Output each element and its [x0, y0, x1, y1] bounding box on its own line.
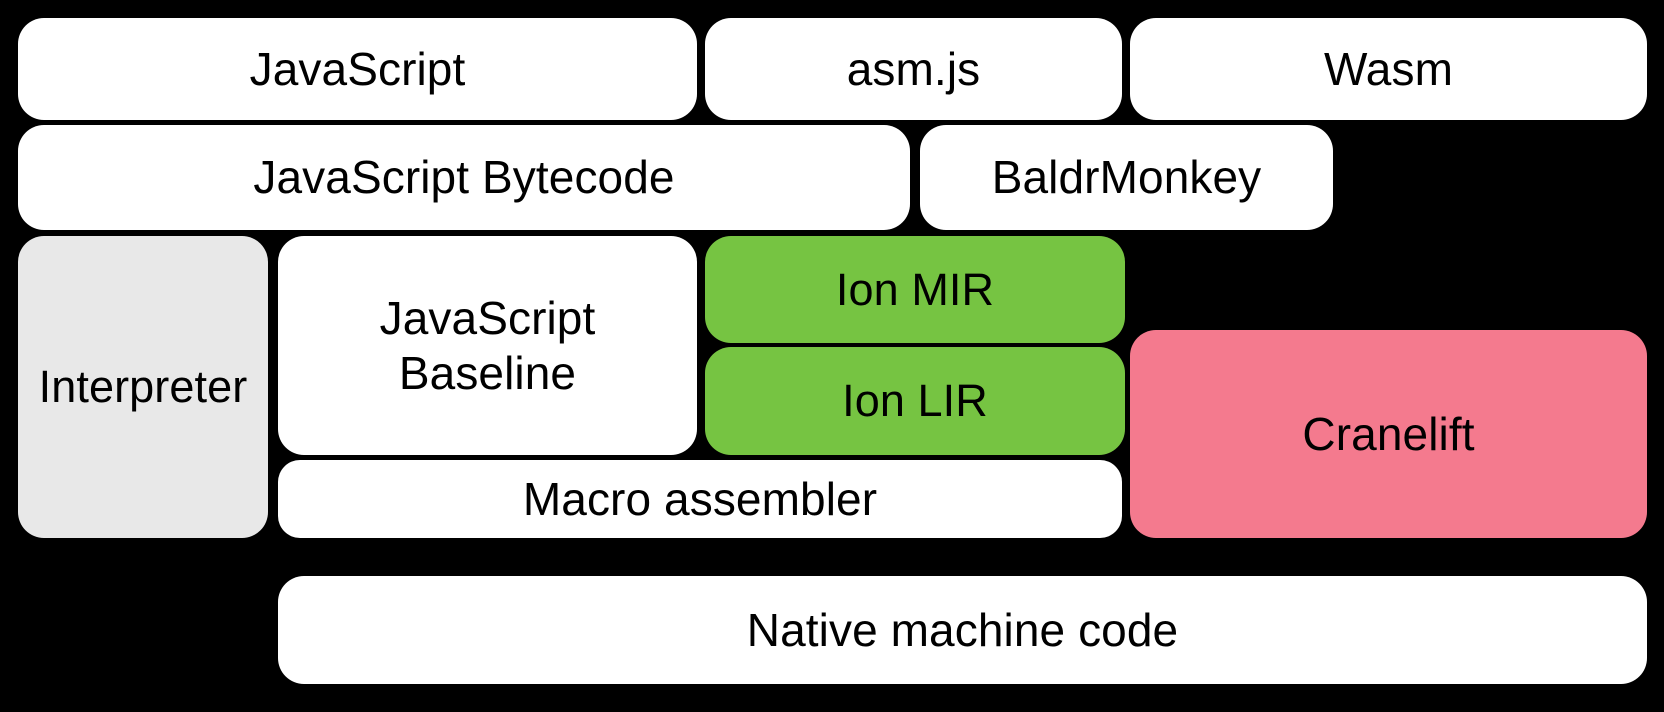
node-interpreter[interactable]: Interpreter — [18, 236, 268, 538]
node-cranelift[interactable]: Cranelift — [1130, 330, 1647, 538]
node-wasm[interactable]: Wasm — [1130, 18, 1647, 120]
node-macro-assembler[interactable]: Macro assembler — [278, 460, 1122, 538]
node-asmjs[interactable]: asm.js — [705, 18, 1122, 120]
node-ion-mir[interactable]: Ion MIR — [705, 236, 1125, 343]
node-native-machine-code[interactable]: Native machine code — [278, 576, 1647, 684]
node-javascript-bytecode[interactable]: JavaScript Bytecode — [18, 125, 910, 230]
node-javascript-baseline[interactable]: JavaScript Baseline — [278, 236, 697, 455]
node-javascript[interactable]: JavaScript — [18, 18, 697, 120]
node-ion-lir[interactable]: Ion LIR — [705, 347, 1125, 455]
node-baldrmonkey[interactable]: BaldrMonkey — [920, 125, 1333, 230]
